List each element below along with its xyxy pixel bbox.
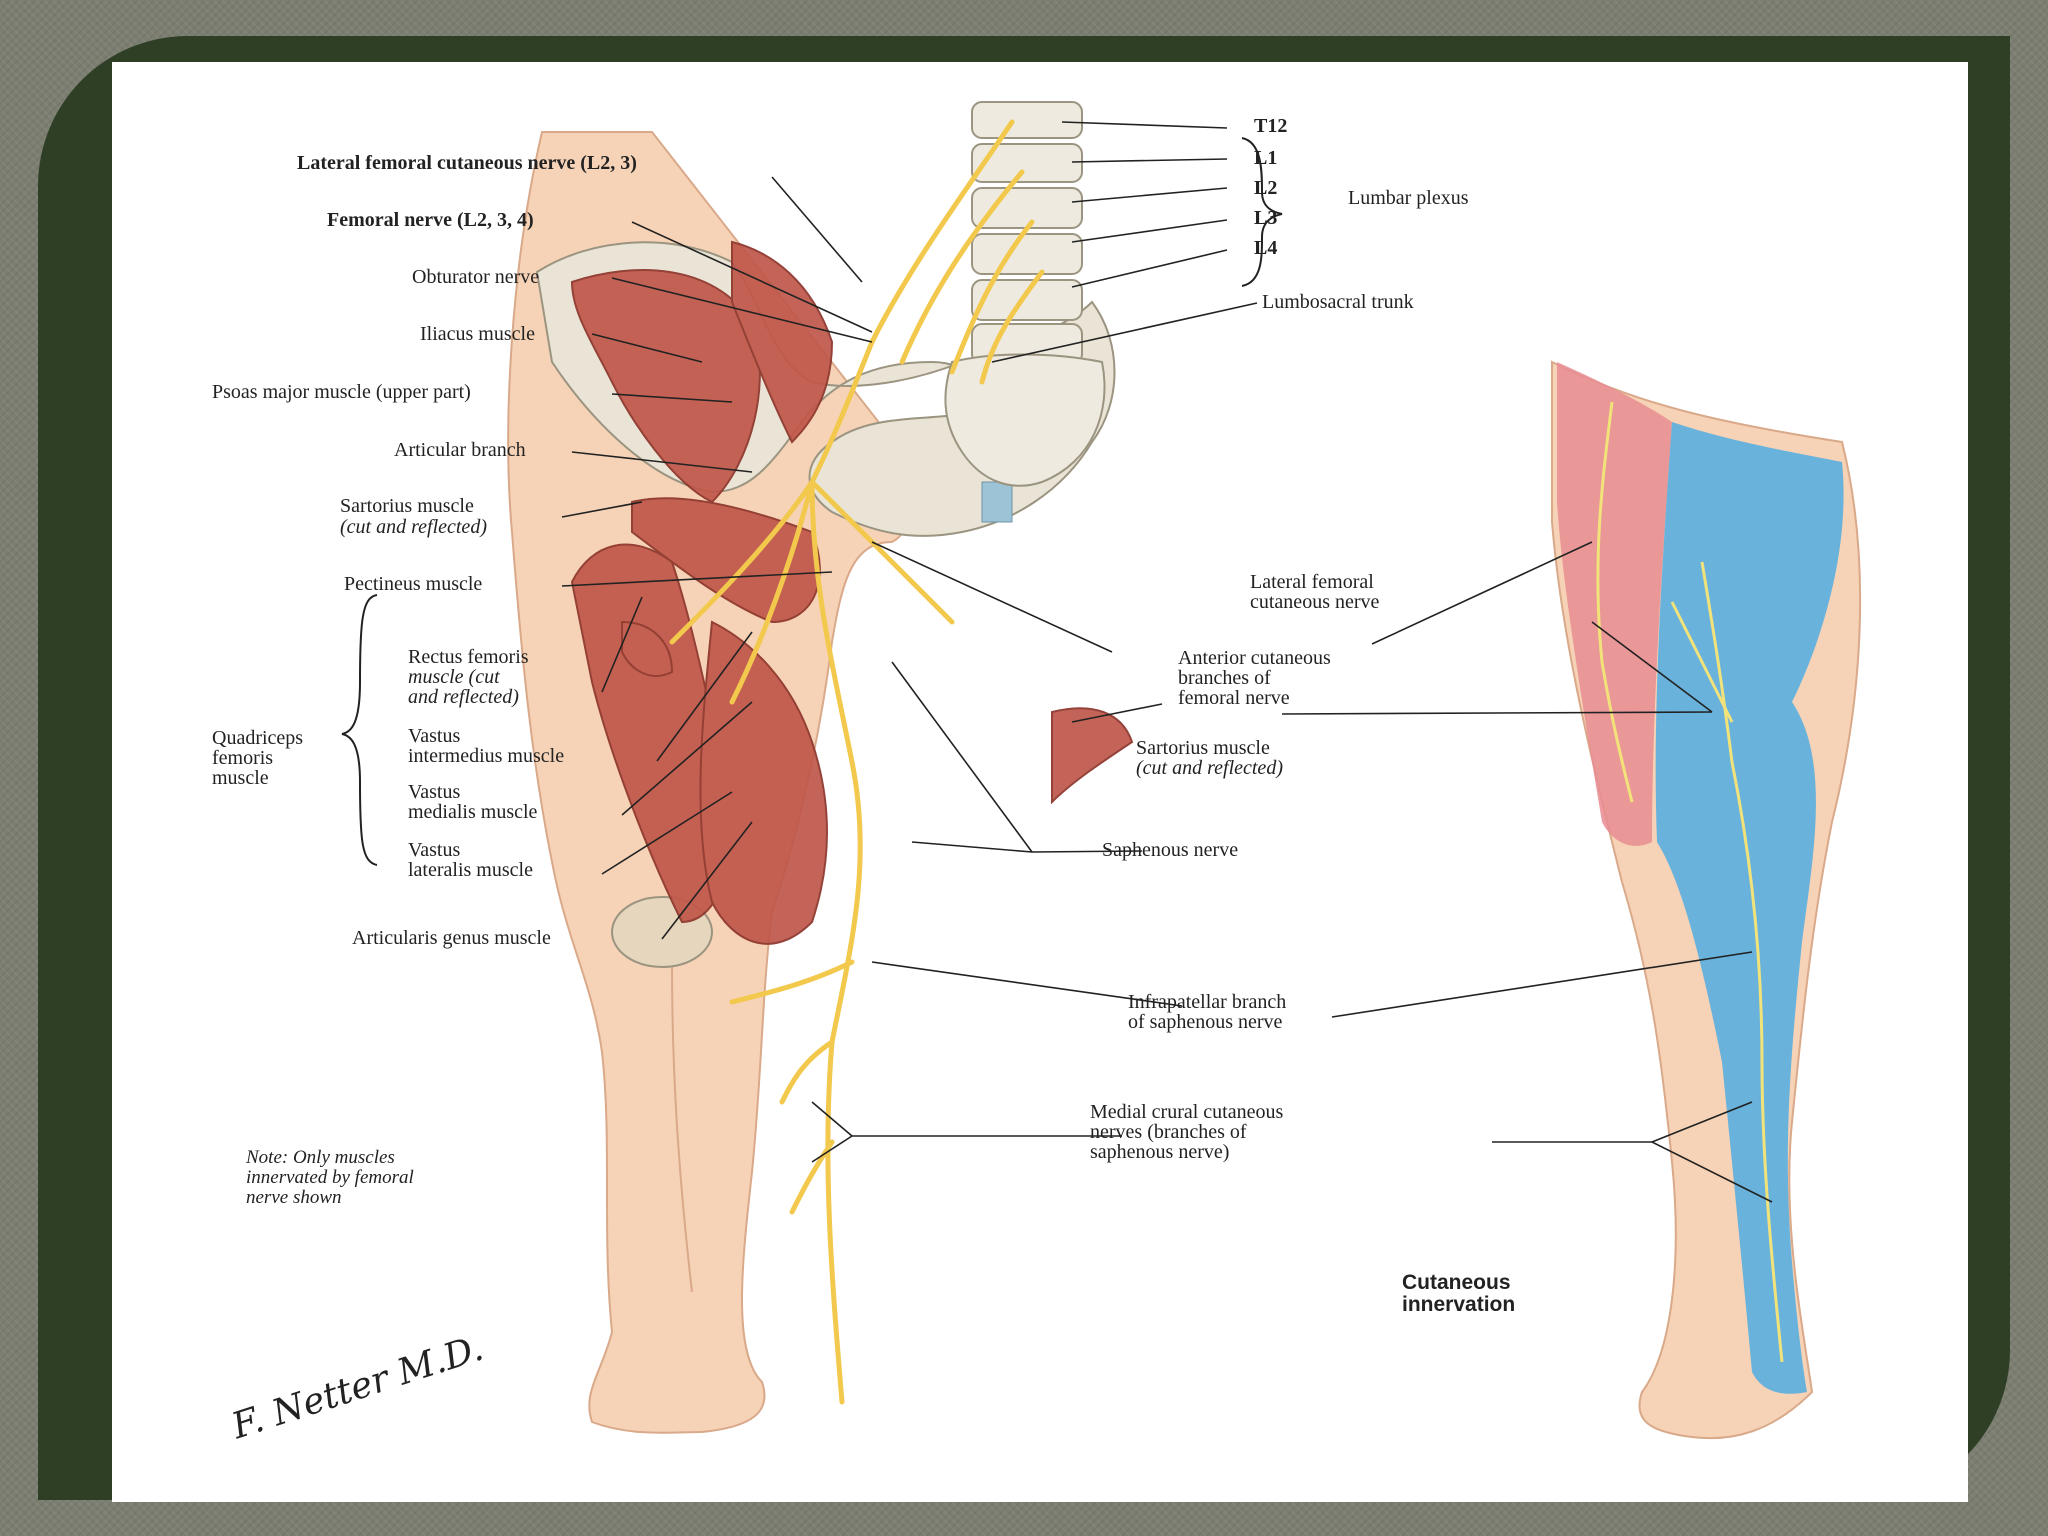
label-l1: L1	[1254, 147, 1278, 169]
label-lumbosacral-trunk: Lumbosacral trunk	[1262, 291, 1414, 313]
red-cutaneous-zone	[1557, 362, 1672, 846]
label-l3: L3	[1254, 207, 1278, 229]
label-articularis-genus: Articularis genus muscle	[352, 927, 551, 949]
label-vastus-lateralis-2: lateralis muscle	[408, 859, 533, 881]
label-vastus-intermedius-2: intermedius muscle	[408, 745, 565, 767]
label-vastus-intermedius-1: Vastus	[408, 725, 461, 747]
label-psoas-major: Psoas major muscle (upper part)	[212, 381, 471, 403]
label-vastus-lateralis-1: Vastus	[408, 839, 461, 861]
label-femoral-nerve: Femoral nerve (L2, 3, 4)	[327, 209, 534, 231]
label-sartorius-lower-1: Sartorius muscle	[1136, 737, 1270, 759]
label-vastus-medialis-1: Vastus	[408, 781, 461, 803]
label-infrapatellar-2: of saphenous nerve	[1128, 1011, 1283, 1033]
label-lateral-femoral-right-1: Lateral femoral	[1250, 571, 1374, 593]
label-anterior-cutaneous-2: branches of	[1178, 667, 1271, 689]
label-sartorius-lower-2: (cut and reflected)	[1136, 757, 1283, 779]
label-l4: L4	[1254, 237, 1278, 259]
label-note-1: Note: Only muscles	[246, 1147, 395, 1168]
right-leg-nerves	[1596, 401, 1784, 1363]
label-anterior-cutaneous-3: femoral nerve	[1178, 687, 1290, 709]
label-lateral-femoral-right-2: cutaneous nerve	[1250, 591, 1380, 613]
label-rectus-femoris-2: muscle (cut	[408, 666, 500, 688]
label-note-3: nerve shown	[246, 1187, 342, 1208]
label-lumbar-plexus: Lumbar plexus	[1348, 187, 1469, 209]
label-l2: L2	[1254, 177, 1278, 199]
label-t12: T12	[1254, 115, 1288, 137]
label-quadriceps-2: femoris	[212, 747, 274, 769]
label-iliacus-muscle: Iliacus muscle	[420, 323, 535, 345]
shin-detail	[671, 961, 693, 1293]
illustration	[341, 101, 1862, 1440]
label-pectineus: Pectineus muscle	[344, 573, 483, 595]
femoral-nerve-branches	[669, 119, 1045, 1405]
pubic-symphysis	[981, 481, 1013, 523]
muscles	[570, 240, 1134, 945]
label-medial-crural-3: saphenous nerve)	[1090, 1141, 1230, 1163]
leader-lines	[561, 121, 1773, 1203]
label-medial-crural-2: nerves (branches of	[1090, 1121, 1247, 1143]
label-cutaneous-2: innervation	[1402, 1293, 1516, 1316]
label-note-2: innervated by femoral	[246, 1167, 414, 1188]
braces	[341, 137, 1283, 866]
anatomy-figure: T12 L1 L2 L3 L4 Lumbar plexus Lumbosacra…	[112, 62, 1968, 1502]
label-obturator-nerve: Obturator nerve	[412, 266, 540, 288]
label-vastus-medialis-2: medialis muscle	[408, 801, 538, 823]
label-sartorius-upper-note: (cut and reflected)	[340, 516, 487, 538]
label-saphenous-nerve: Saphenous nerve	[1102, 839, 1239, 861]
label-rectus-femoris-1: Rectus femoris	[408, 646, 529, 668]
label-quadriceps-1: Quadriceps	[212, 727, 304, 749]
label-articular-branch: Articular branch	[394, 439, 526, 461]
label-cutaneous-1: Cutaneous	[1402, 1271, 1511, 1294]
label-anterior-cutaneous-1: Anterior cutaneous	[1178, 647, 1331, 669]
label-quadriceps-3: muscle	[212, 767, 269, 789]
label-rectus-femoris-3: and reflected)	[408, 686, 519, 708]
label-medial-crural-1: Medial crural cutaneous	[1090, 1101, 1284, 1123]
label-lateral-femoral-cutaneous: Lateral femoral cutaneous nerve (L2, 3)	[297, 152, 637, 174]
label-infrapatellar-1: Infrapatellar branch	[1128, 991, 1287, 1013]
label-sartorius-upper: Sartorius muscle	[340, 495, 474, 517]
